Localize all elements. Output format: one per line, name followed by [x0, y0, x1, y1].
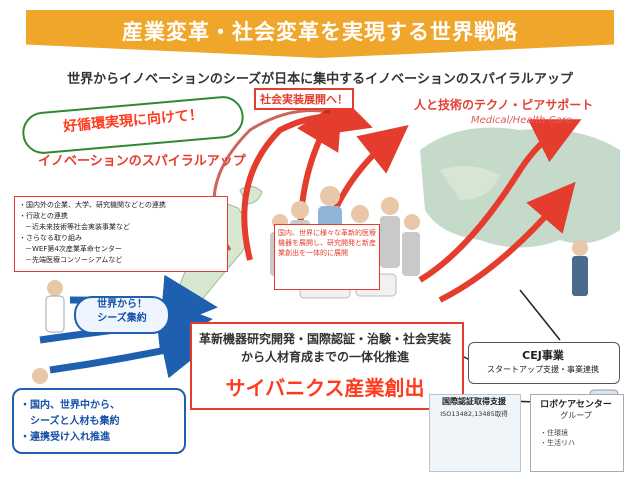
international-deployment-box: 国内、世界に様々な革新的医療機器を展開し、研究開発と新産業創出を一体的に展開 — [274, 224, 380, 290]
cybernics-industry-title: サイバニクス産業創出 — [225, 376, 425, 400]
initiative-subitem: －WEF第4次産業革命センター — [25, 245, 122, 253]
certification-subtitle: ISO13482,13485取得 — [440, 410, 508, 418]
center-box — [190, 322, 464, 410]
collaboration-line: ・国内、世界中から、 — [20, 400, 120, 411]
robocare-item: ・住環境 — [540, 429, 568, 437]
spiral-up-label: イノベーションのスパイラルアップ — [38, 154, 246, 169]
collaboration-box: ・国内、世界中から、 シーズと人材も集約 ・連携受け入れ推進 — [12, 388, 186, 454]
certification-title: 国際認証取得支援 — [442, 397, 506, 406]
center-line-2: から人材育成までの一体化推進 — [240, 350, 409, 364]
seeds-collection-bubble: 世界から！ シーズ集約 — [74, 296, 170, 334]
initiative-item: ・国内外の企業、大学、研究機関などとの連携 — [19, 201, 166, 209]
techno-peer-subtitle: Medical/Health Care — [471, 115, 573, 126]
center-line-1: 革新機器研究開発・国際認証・治験・社会実装 — [198, 332, 451, 346]
seeds-collection-line: 世界から！ — [97, 299, 147, 310]
robocare-subtitle: グループ — [560, 411, 592, 420]
seeds-collection-line: シーズ集約 — [97, 313, 147, 324]
techno-peer-title: 人と技術のテクノ・ピアサポート — [414, 98, 594, 112]
cej-box — [468, 342, 620, 384]
initiatives-box: ・国内外の企業、大学、研究機関などとの連携 ・行政との連携 －近未来技術等社会実… — [14, 196, 228, 272]
cej-subtitle: スタートアップ支援・事業連携 — [487, 365, 599, 374]
collaboration-line: シーズと人材も集約 — [20, 416, 120, 427]
page-title: 産業変革・社会変革を実現する世界戦略 — [122, 20, 518, 44]
social-implementation-label: 社会実装展開へ！ — [254, 88, 354, 110]
page-subtitle: 世界からイノベーションのシーズが日本に集中するイノベーションのスパイラルアップ — [67, 72, 573, 87]
initiative-subitem: －先端医療コンソーシアムなど — [25, 256, 123, 264]
certification-panel — [429, 394, 521, 472]
initiative-item: ・行政との連携 — [19, 212, 68, 220]
robocare-panel — [530, 394, 624, 472]
initiative-item: ・さらなる取り組み — [19, 234, 82, 242]
initiative-subitem: －近未来技術等社会実装事業など — [25, 223, 130, 231]
collaboration-line: ・連携受け入れ推進 — [20, 432, 110, 443]
cej-title: CEJ事業 — [522, 349, 564, 362]
spiral-arrows — [241, 89, 582, 303]
robocare-title: ロボケアセンター — [540, 400, 612, 410]
robocare-item: ・生活リハ — [540, 439, 575, 447]
world-map — [420, 127, 620, 248]
